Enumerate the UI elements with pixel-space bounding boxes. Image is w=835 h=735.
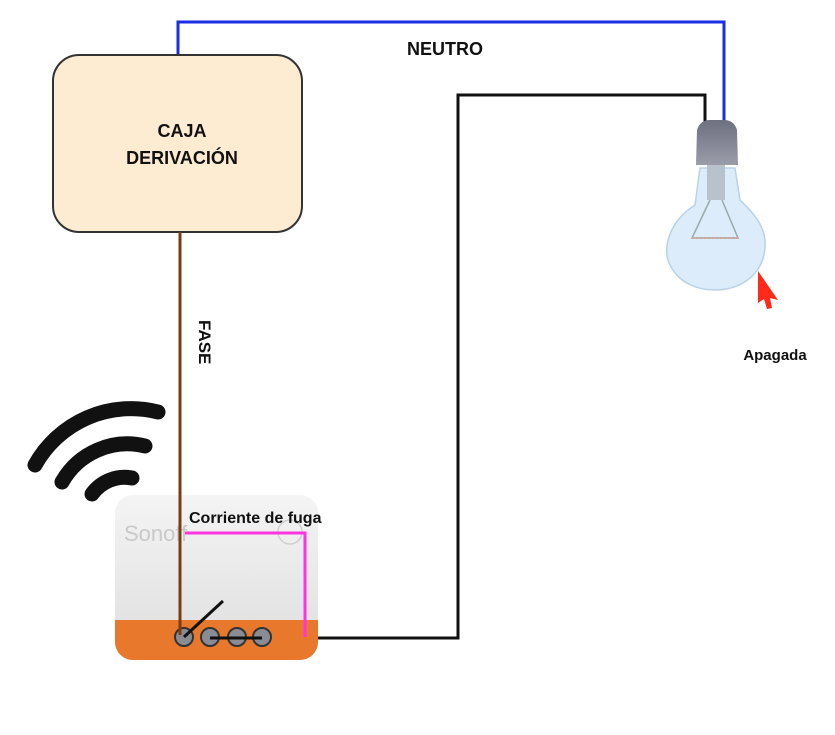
phase-label: FASE bbox=[195, 320, 214, 364]
device-logo: Sonoff bbox=[124, 521, 188, 546]
leakage-path bbox=[185, 531, 307, 637]
leakage-label: Corriente de fuga bbox=[189, 510, 322, 527]
neutral-label: NEUTRO bbox=[407, 39, 483, 59]
light-bulb-icon bbox=[666, 120, 766, 291]
neutral-wire bbox=[176, 20, 726, 122]
load-wire bbox=[262, 93, 707, 640]
junction-box: CAJA DERIVACIÓN bbox=[52, 54, 303, 233]
wifi-icon bbox=[27, 401, 166, 502]
smart-switch-device: Sonoff bbox=[115, 495, 318, 660]
junction-box-label-line2: DERIVACIÓN bbox=[126, 147, 238, 168]
mouse-cursor-icon bbox=[758, 271, 778, 309]
bulb-state-label: Apagada bbox=[743, 347, 807, 364]
switch-lever bbox=[182, 599, 225, 639]
junction-box-label-line1: CAJA bbox=[157, 121, 206, 141]
